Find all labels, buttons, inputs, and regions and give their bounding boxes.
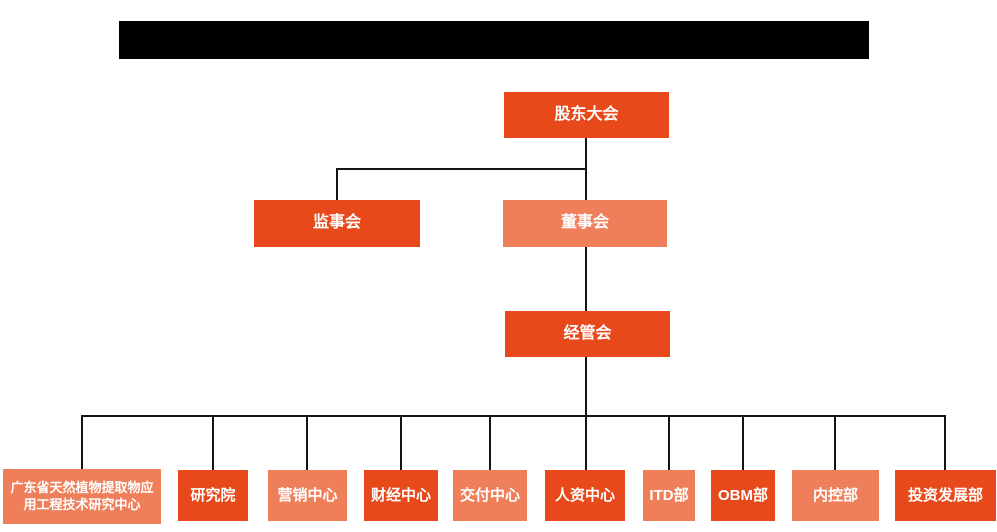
node-dept-hr-center-label: 人资中心: [554, 486, 615, 504]
node-management-committee: 经管会: [505, 311, 670, 357]
connector-drop-dept-4: [400, 415, 402, 470]
node-dept-marketing-center: 营销中心: [268, 470, 347, 521]
connector-drop-dept-9: [834, 415, 836, 470]
connector-drop-dept-7: [668, 415, 670, 470]
node-shareholders-meeting: 股东大会: [504, 92, 669, 138]
node-board-label: 董事会: [560, 214, 609, 232]
node-dept-internal-control-label: 内控部: [812, 486, 858, 504]
node-dept-internal-control: 内控部: [792, 470, 879, 521]
connector-drop-dept-3: [306, 415, 308, 470]
node-dept-hr-center: 人资中心: [545, 470, 625, 521]
connector-drop-dept-1: [81, 415, 83, 470]
node-dept-delivery-center-label: 交付中心: [459, 486, 520, 504]
node-management-label: 经管会: [563, 324, 612, 342]
connector-drop-dept-2: [212, 415, 214, 470]
node-dept-research-institute-label: 研究院: [190, 486, 236, 504]
node-shareholders-label: 股东大会: [554, 105, 619, 123]
node-dept-obm-label: OBM部: [718, 486, 768, 504]
connector-supervisory-down: [336, 168, 338, 200]
node-dept-itd: ITD部: [643, 470, 695, 521]
node-dept-investment-development-label: 投资发展部: [907, 486, 983, 504]
node-dept-finance-center: 财经中心: [364, 470, 438, 521]
node-dept-research-center-label: 广东省天然植物提取物应用工程技术研究中心: [10, 479, 154, 512]
node-dept-itd-label: ITD部: [649, 486, 689, 504]
node-dept-marketing-center-label: 营销中心: [277, 486, 338, 504]
node-supervisory-label: 监事会: [312, 214, 361, 232]
connector-drop-dept-10: [944, 415, 946, 470]
connector-horizontal-top: [336, 168, 587, 170]
redacted-title-bar: [119, 21, 869, 59]
connector-board-down: [585, 246, 587, 311]
connector-management-down: [585, 357, 587, 470]
connector-horizontal-bottom: [81, 415, 946, 417]
node-dept-investment-development: 投资发展部: [895, 470, 996, 521]
node-dept-obm: OBM部: [711, 470, 775, 521]
node-dept-finance-center-label: 财经中心: [370, 486, 431, 504]
connector-drop-dept-5: [489, 415, 491, 470]
node-dept-research-institute: 研究院: [178, 470, 248, 521]
node-supervisory-board: 监事会: [254, 200, 420, 247]
node-dept-research-center: 广东省天然植物提取物应用工程技术研究中心: [3, 469, 161, 524]
connector-drop-dept-8: [742, 415, 744, 470]
node-board-of-directors: 董事会: [503, 200, 667, 247]
node-dept-delivery-center: 交付中心: [453, 470, 527, 521]
